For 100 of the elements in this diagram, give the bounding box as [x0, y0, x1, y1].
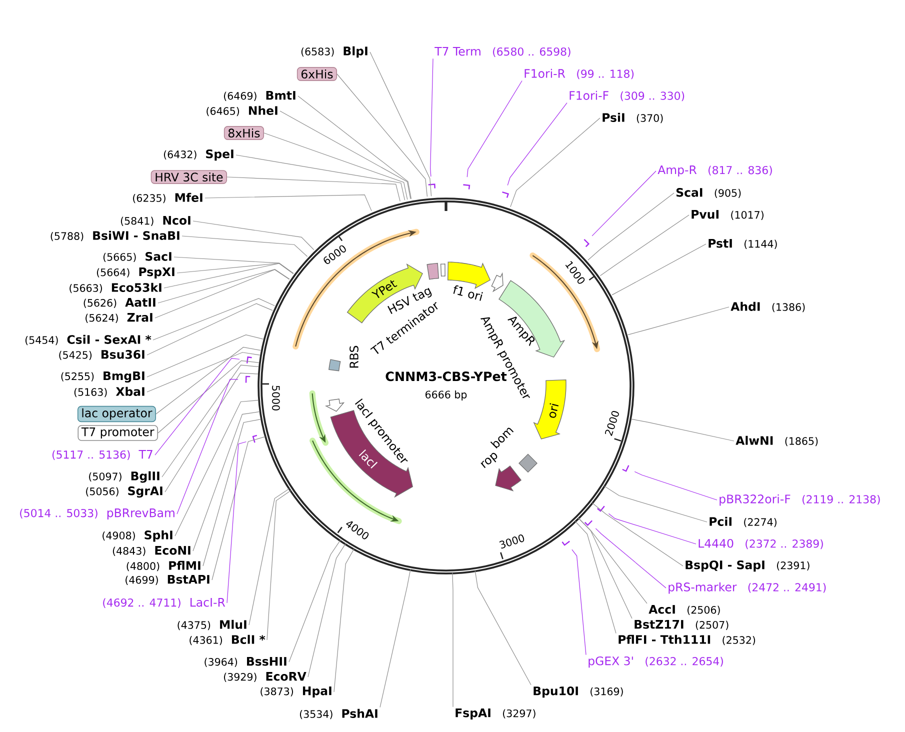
- leader-line: [152, 298, 275, 340]
- enzyme-site-label: (5841) NcoI: [120, 216, 190, 226]
- enzyme-site-label: (6583) BlpI: [301, 46, 368, 58]
- primer-label: T7 Term (6580 .. 6598): [434, 47, 570, 57]
- leader-line: [266, 490, 291, 640]
- enzyme-site-label: (6465) NheI: [206, 106, 278, 116]
- enzyme-site-label: (5665) SacI: [103, 252, 172, 262]
- primer-label: F1ori-R (99 .. 118): [524, 68, 634, 80]
- enzyme-site-label: (4908) SphI: [102, 530, 172, 542]
- tick-label: 2000: [605, 411, 619, 436]
- leader-line: [474, 570, 532, 686]
- leader-line: [578, 518, 648, 604]
- enzyme-site-label: AccI (2506): [648, 605, 720, 615]
- leader-line: [182, 236, 308, 257]
- enzyme-site-label: (5626) AatII: [84, 298, 156, 308]
- enzyme-site-label: AhdI (1386): [730, 302, 805, 312]
- leader-line: [430, 58, 434, 177]
- leader-line: [466, 80, 522, 178]
- leader-line: [158, 360, 260, 434]
- leader-line: [226, 176, 400, 202]
- leader-line: [507, 102, 568, 186]
- leader-line: [146, 352, 260, 392]
- leader-line: [604, 486, 708, 522]
- leader-line: [158, 268, 290, 304]
- tick-label: 5000: [272, 386, 280, 410]
- leader-line: [595, 528, 666, 588]
- feature-label-box: T7 promoter: [78, 425, 158, 441]
- node-label: rop: [480, 452, 498, 468]
- enzyme-site-label: PvuI (1017): [692, 210, 764, 220]
- leader-line: [572, 549, 586, 656]
- leader-line: [592, 502, 684, 566]
- leader-line: [574, 520, 616, 634]
- primer-label: pRS-marker (2472 .. 2491): [668, 582, 826, 594]
- leader-line: [634, 471, 718, 500]
- primer-label: pBR322ori-F (2119 .. 2138): [720, 494, 880, 506]
- enzyme-site-label: (3929) EcoRV: [224, 672, 306, 682]
- leader-line: [212, 436, 266, 580]
- enzyme-site-label: (4699) BstAPI: [126, 575, 210, 585]
- leader-line: [510, 118, 600, 208]
- enzyme-site-label: PflFI - Tth111I (2532): [618, 634, 756, 646]
- feature-arc: ori: [533, 379, 566, 440]
- enzyme-site-label: (5163) XbaI: [74, 386, 144, 398]
- primer-label: L4440 (2372 .. 2389): [698, 538, 823, 550]
- enzyme-site-label: (5056) SgrAI: [86, 486, 162, 498]
- leader-line: [146, 303, 273, 356]
- enzyme-site-label: (5788) BsiWI - SnaBI: [50, 230, 180, 242]
- enzyme-site-label: ScaI (905): [676, 188, 741, 198]
- leader-line: [226, 441, 246, 604]
- enzyme-site-label: (4800) PflMI: [126, 560, 200, 572]
- primer-label: (4692 .. 4711) LacI-R: [103, 598, 226, 608]
- leader-line: [202, 418, 262, 566]
- leader-line: [628, 306, 730, 336]
- leader-line: [264, 132, 408, 200]
- feature-label-box: 8xHis: [224, 126, 264, 140]
- enzyme-site-label: (4375) MluI: [178, 620, 246, 630]
- leader-line: [592, 170, 656, 236]
- leader-line: [236, 154, 406, 200]
- enzyme-site-label: (4361) BclI *: [190, 634, 266, 646]
- enzyme-site-label: PsiI (370): [602, 112, 663, 124]
- primer-label: (5117 .. 5136) T7: [52, 450, 152, 460]
- primer-label: F1ori-F (309 .. 330): [570, 90, 684, 102]
- leader-line: [248, 488, 290, 626]
- enzyme-site-label: (5425) Bsu36I: [59, 350, 144, 360]
- leader-line: [146, 334, 264, 378]
- enzyme-site-label: (6235) MfeI: [133, 192, 202, 204]
- leader-line: [336, 74, 428, 197]
- enzyme-site-label: FspAI (3297): [456, 708, 536, 720]
- leader-line: [192, 220, 314, 250]
- tick-label: 3000: [499, 534, 524, 549]
- primer-label: (5014 .. 5033) pBRrevBam: [20, 508, 174, 520]
- feature-label-box: 6xHis: [296, 67, 337, 81]
- enzyme-site-label: AlwNI (1865): [736, 436, 818, 446]
- enzyme-site-label: (5663) Eco53kI: [70, 282, 162, 294]
- leader-line: [162, 364, 259, 478]
- leader-line: [612, 244, 706, 296]
- enzyme-site-label: BspQI - SapI (2391): [686, 560, 810, 572]
- primer-label: Amp-R (817 .. 836): [658, 166, 772, 176]
- leader-line: [298, 96, 412, 200]
- enzyme-site-label: (5664) PspXI: [96, 268, 174, 278]
- leader-line: [334, 548, 354, 692]
- leader-line: [176, 262, 294, 274]
- enzyme-site-label: (3534) PshAI: [300, 708, 378, 720]
- enzyme-site-label: PciI (2274): [710, 516, 776, 528]
- leader-line: [164, 372, 258, 492]
- leader-line: [630, 418, 734, 442]
- node-label: RBS: [350, 346, 358, 368]
- leader-line: [174, 256, 294, 274]
- enzyme-site-label: (6469) BmtI: [224, 91, 296, 101]
- leader-line: [164, 263, 294, 288]
- leader-line: [452, 572, 454, 708]
- leader-line: [588, 192, 674, 260]
- enzyme-site-label: (5255) BmgBI: [61, 371, 144, 383]
- leader-line: [154, 269, 290, 318]
- leader-line: [156, 346, 261, 414]
- leader-line: [154, 358, 240, 456]
- enzyme-site-label: (5454) CsiI - SexAI *: [25, 334, 152, 346]
- feature-arc: RBS: [328, 346, 358, 372]
- leader-line: [380, 568, 411, 708]
- feature-label-box: lac operator: [77, 406, 156, 422]
- leader-line: [608, 513, 696, 544]
